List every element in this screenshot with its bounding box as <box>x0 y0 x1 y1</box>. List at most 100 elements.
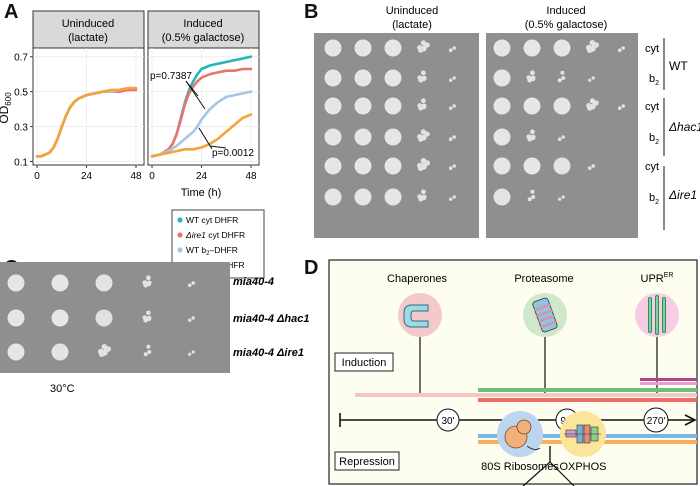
label-upr: UPRER <box>641 272 674 285</box>
oxphos-icon <box>564 424 601 444</box>
x-tick-label: 48 <box>245 171 257 182</box>
colony-spot <box>417 103 423 108</box>
colony-spot <box>493 188 511 206</box>
colony-spot <box>146 275 151 281</box>
colony-spot <box>530 76 536 82</box>
repression-label: Repression <box>339 456 395 468</box>
colony-spot <box>51 274 69 292</box>
row-label: b2 <box>649 192 659 206</box>
colony-spot <box>530 135 536 141</box>
colony-spot <box>530 70 535 76</box>
colony-spot <box>452 195 456 199</box>
bar-chaperone <box>478 398 697 402</box>
colony-spot <box>101 350 107 356</box>
colony-spot <box>452 46 456 50</box>
row-label: cyt <box>645 161 659 173</box>
panel-label-a: A <box>4 1 19 23</box>
time-marker-270 <box>643 407 669 433</box>
colony-spot <box>421 70 426 76</box>
colony-spot <box>417 134 423 140</box>
time-30: 30' <box>441 416 454 427</box>
colony-spot <box>417 75 423 80</box>
x-tick-label: 0 <box>149 171 155 182</box>
colony-spot <box>449 106 453 110</box>
colony-spot <box>51 309 69 327</box>
legend-swatch-2 <box>177 232 183 238</box>
colony-spot <box>448 166 453 170</box>
colony-spot <box>417 45 423 51</box>
colony-spot <box>384 69 402 87</box>
colony-spot <box>449 78 453 82</box>
colony-spot <box>452 164 456 168</box>
colony-spot <box>421 46 427 52</box>
y-tick-label: 0.1 <box>14 158 28 169</box>
colony-spot <box>188 352 192 356</box>
row-label-mia40: mia40-4 <box>233 276 274 288</box>
colony-spot <box>526 75 532 80</box>
group-wt: WT <box>669 59 688 73</box>
x-tick-label: 24 <box>196 171 208 182</box>
facet-right-line1: Induced <box>183 18 222 30</box>
series-line <box>150 90 253 158</box>
label-chaperones: Chaperones <box>387 273 447 285</box>
facet-left-line1: Uninduced <box>62 18 115 30</box>
series-line <box>150 113 253 158</box>
colony-spot <box>617 106 622 110</box>
colony-spot <box>187 283 192 287</box>
colony-spot <box>587 166 592 170</box>
colony-spot <box>188 318 192 322</box>
legend-swatch-3 <box>177 247 183 253</box>
legend-item-3: WT b2–DHFR <box>186 245 238 257</box>
bar-upr-dark <box>640 378 697 381</box>
colony-spot <box>561 76 566 80</box>
colony-spot <box>530 129 535 135</box>
bar-chaperone-light <box>355 393 697 397</box>
colony-spot <box>588 78 592 82</box>
colony-spot <box>384 128 402 146</box>
colony-spot <box>553 157 571 175</box>
label-proteasome: Proteasome <box>514 273 573 285</box>
colony-spot <box>143 352 148 357</box>
colony-spot <box>384 157 402 175</box>
colony-spot <box>421 135 427 141</box>
p-value-bottom: p=0.0012 <box>212 148 254 159</box>
colony-spot <box>146 310 151 316</box>
colony-spot <box>51 343 69 361</box>
row-label-mia40-hac1: mia40-4 Δhac1 <box>233 313 309 325</box>
colony-spot <box>531 195 536 199</box>
panel-label-b: B <box>304 1 319 23</box>
col-left-line2: (lactate) <box>392 19 432 31</box>
colony-spot <box>384 39 402 57</box>
colony-spot <box>558 197 562 201</box>
colony-spot <box>452 104 456 108</box>
time-270: 270' <box>647 416 666 427</box>
x-tick-label: 24 <box>81 171 93 182</box>
colony-spot <box>561 195 565 199</box>
ribosome-icon <box>504 419 541 451</box>
induction-box <box>334 352 394 372</box>
colony-spot <box>448 137 453 141</box>
colony-spot <box>561 135 565 139</box>
colony-spot <box>95 309 113 327</box>
plot-area-left <box>32 47 145 166</box>
colony-spot <box>523 39 541 57</box>
colony-spot <box>589 46 595 52</box>
colony-spot <box>589 98 595 104</box>
y-axis-label: OD600 <box>0 92 13 124</box>
colony-spot <box>146 281 152 287</box>
facet-header-left <box>32 10 145 49</box>
y-tick-label: 0.5 <box>14 88 28 99</box>
colony-spot <box>526 134 532 140</box>
colony-spot <box>142 315 148 320</box>
colony-spot <box>7 274 25 292</box>
panel-c-spot-assay: mia40-4 mia40-4 Δhac1 mia40-4 Δire1 30°C <box>0 262 309 395</box>
label-ribosomes: 80S Ribosomes <box>481 461 559 473</box>
colony-spot <box>354 97 372 115</box>
colony-spot <box>449 197 453 201</box>
colony-spot <box>593 42 599 48</box>
colony-spot <box>420 164 426 170</box>
colony-spot <box>142 280 148 285</box>
colony-spot <box>324 128 342 146</box>
colony-spot <box>324 69 342 87</box>
colony-spot <box>146 344 151 349</box>
